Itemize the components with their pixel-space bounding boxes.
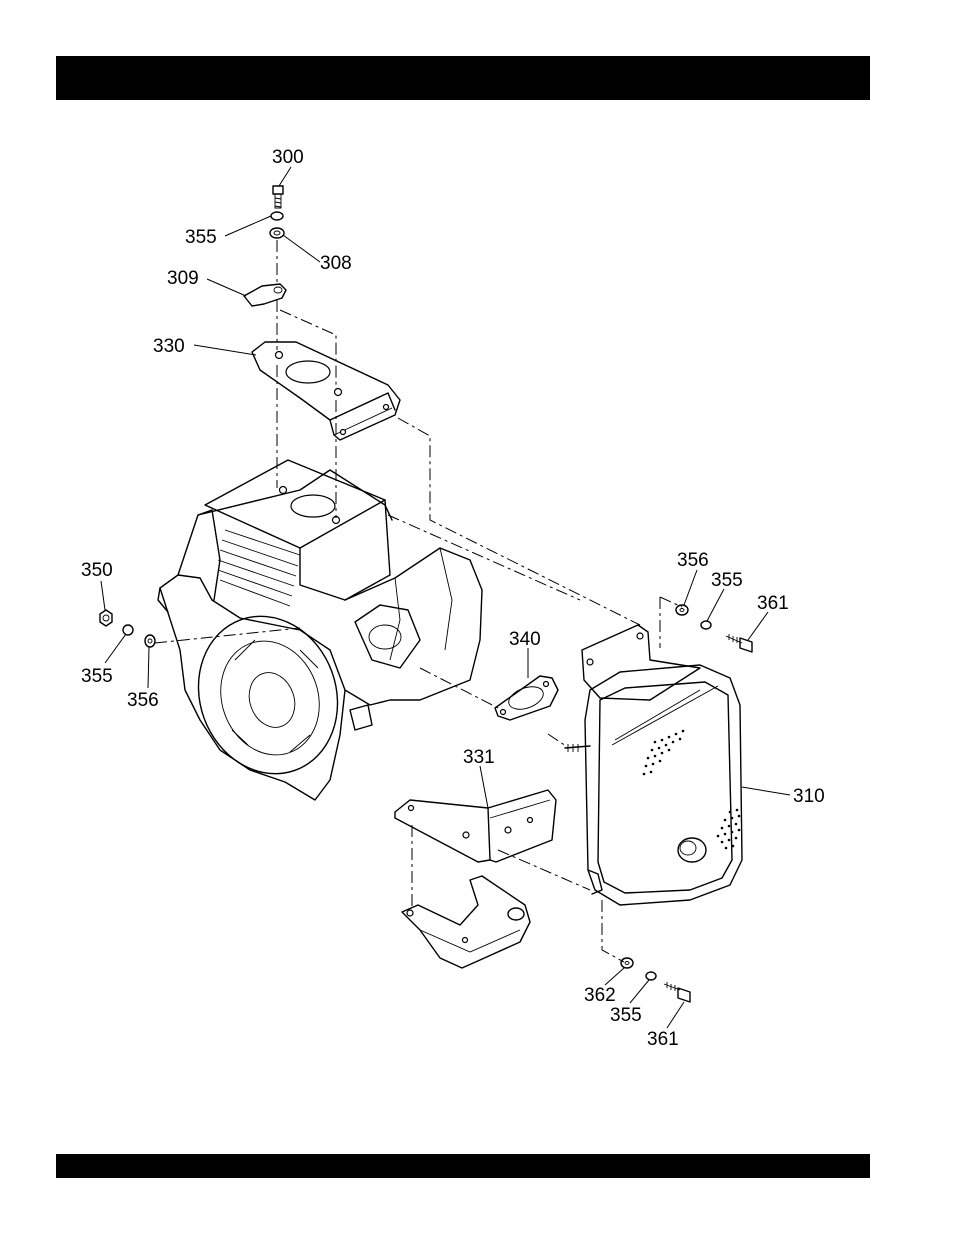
washer-356-left [145,635,155,647]
lock-washer-355-left [123,625,133,635]
callout-330: 330 [153,336,185,357]
callout-331: 331 [463,747,495,768]
lock-washer-355-right [701,621,711,629]
callout-355-left: 355 [81,666,113,687]
bracket-331 [395,790,556,862]
callout-308: 308 [320,253,352,274]
callout-355-top: 355 [185,227,217,248]
callout-362: 362 [584,985,616,1006]
callout-356-right: 356 [677,550,709,571]
washer-362 [621,958,633,968]
callout-356-left: 356 [127,690,159,711]
callout-361-right: 361 [757,593,789,614]
washer-308 [270,228,284,238]
callout-labels: 300 355 308 309 330 350 355 356 356 355 … [81,147,825,1050]
bolt-361-bottom [664,982,690,1002]
support-bracket [402,876,530,968]
callout-355-bottom: 355 [610,1005,642,1026]
bolt-361-right [726,634,752,652]
nut-350 [100,610,112,626]
footer-bar [56,1154,870,1178]
callout-309: 309 [167,268,199,289]
callout-361-bottom: 361 [647,1029,679,1050]
engine-block [158,460,482,800]
gasket-340 [495,676,558,720]
lock-washer-355-bottom [646,972,656,980]
callout-355-right: 355 [711,570,743,591]
bracket-330 [252,342,400,440]
assembly-lines [155,240,682,962]
bolt-300 [273,186,283,208]
callout-300: 300 [272,147,304,168]
callout-350: 350 [81,560,113,581]
bracket-309 [244,284,286,306]
lock-washer-355-top [271,212,283,220]
leader-lines [101,167,790,1028]
perforation-dots [643,730,741,850]
callout-340: 340 [509,629,541,650]
callout-310: 310 [793,786,825,807]
